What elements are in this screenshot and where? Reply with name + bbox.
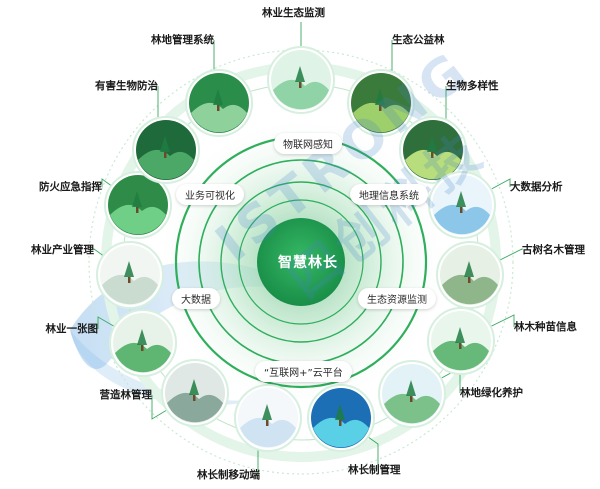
outer-dotted-ring (88, 49, 514, 475)
node-hill-shape (405, 149, 461, 180)
node-label-mobile: 林长制移动端 (197, 469, 260, 481)
node-hill-shape (442, 274, 498, 305)
node-trunk-shape (193, 395, 196, 401)
node-trunk-shape (339, 420, 342, 426)
node-tree-shape (427, 136, 437, 152)
node-hill-shape (110, 204, 166, 235)
seedling-hands-icon (427, 307, 495, 375)
node-hill-shape (434, 204, 490, 235)
node-hill-shape (102, 274, 158, 305)
forest-hills-icon (267, 46, 335, 114)
node-hill-shape (115, 342, 171, 373)
node-hill-shape (240, 417, 296, 448)
node-tree-shape (262, 404, 272, 420)
node-trunk-shape (299, 82, 302, 88)
node-label-seedlings: 林木种苗信息 (514, 321, 577, 333)
node-hill-shape (273, 79, 329, 110)
old-tree-icon (436, 241, 504, 309)
node-tree-shape (295, 66, 305, 82)
node-tree-shape (137, 329, 147, 345)
pest-leaf-icon (132, 116, 200, 184)
node-tree-shape (335, 404, 345, 420)
ring-4 (238, 199, 364, 325)
node-trunk-shape (128, 277, 131, 283)
node-label-industry: 林业产业管理 (31, 244, 94, 256)
node-label-pest-control: 有害生物防治 (95, 80, 158, 92)
node-hill-shape (384, 393, 440, 424)
node-trunk-shape (460, 207, 463, 213)
node-label-eco-monitoring: 林业生态监测 (262, 7, 325, 19)
node-label-fire-command: 防火应急指挥 (39, 181, 102, 193)
node-tree-shape (456, 191, 466, 207)
node-trunk-shape (266, 420, 269, 426)
node-tree-shape (189, 379, 199, 395)
outer-nodes (96, 46, 504, 452)
inner-label-bigdata: 大数据 (172, 288, 220, 309)
node-trunk-shape (459, 343, 462, 349)
fire-alert-icon (104, 171, 172, 239)
inner-label-gis: 地理信息系统 (350, 184, 428, 205)
node-hill-shape (167, 392, 223, 423)
node-hill-shape (313, 417, 369, 448)
misty-forest-icon (161, 359, 229, 427)
node-trunk-shape (468, 277, 471, 283)
green-hills-icon (378, 360, 446, 428)
node-tree-shape (124, 261, 134, 277)
node-tree-shape (160, 136, 170, 152)
node-hill-shape (191, 102, 247, 133)
node-hill-shape (353, 102, 409, 133)
node-label-land-system: 林地管理系统 (151, 34, 214, 46)
wildlife-icon (399, 116, 467, 184)
inner-label-iot: 物联网感知 (274, 133, 342, 154)
mobile-phone-icon (234, 384, 302, 452)
map-icon (109, 309, 177, 377)
inner-label-visualization: 业务可视化 (176, 184, 244, 205)
node-tree-shape (455, 327, 465, 343)
node-tree-shape (375, 89, 385, 105)
ring-3 (220, 181, 382, 343)
node-hill-shape (433, 340, 489, 371)
inner-label-eco-monitor: 生态资源监测 (358, 288, 436, 309)
node-label-biodiversity: 生物多样性 (446, 80, 499, 92)
center-label: 智慧林长 (278, 255, 338, 271)
node-label-ancient-trees: 古树名木管理 (522, 244, 585, 256)
data-analysis-icon (428, 171, 496, 239)
node-trunk-shape (379, 105, 382, 111)
node-tree-shape (406, 380, 416, 396)
node-label-chief-management: 林长制管理 (348, 464, 401, 476)
inner-label-cloud: “互联网+”云平台 (255, 361, 352, 382)
node-trunk-shape (136, 207, 139, 213)
node-trunk-shape (217, 105, 220, 111)
node-label-afforestation: 营造林管理 (99, 389, 153, 401)
node-label-greening: 林地绿化养护 (460, 387, 523, 399)
node-label-big-data: 大数据分析 (510, 181, 563, 193)
forest-landscape-icon (185, 69, 253, 137)
node-trunk-shape (141, 345, 144, 351)
node-label-public-forest: 生态公益林 (392, 34, 445, 46)
node-tree-shape (132, 191, 142, 207)
node-trunk-shape (164, 152, 167, 158)
node-label-forest-map: 林业一张图 (45, 323, 99, 335)
presentation-board-icon (96, 241, 164, 309)
node-hill-shape (138, 149, 194, 180)
deer-forest-icon (347, 69, 415, 137)
node-trunk-shape (410, 396, 413, 402)
node-trunk-shape (431, 152, 434, 158)
node-tree-shape (464, 261, 474, 277)
node-tree-shape (213, 89, 223, 105)
globe-network-icon (307, 384, 375, 452)
center-core (257, 218, 345, 306)
